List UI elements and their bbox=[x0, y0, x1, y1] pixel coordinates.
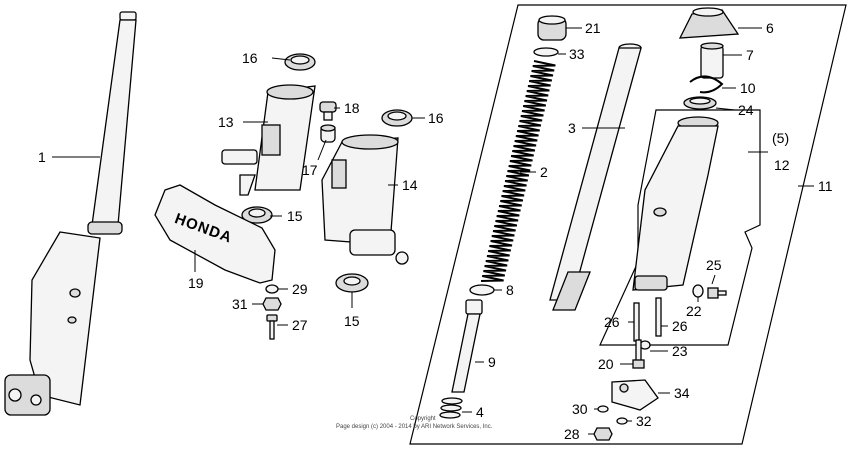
fork-bracket-upper[interactable] bbox=[221, 84, 316, 196]
cap-bolt[interactable] bbox=[319, 101, 337, 121]
callout-9: 9 bbox=[488, 354, 496, 370]
callout-3: 3 bbox=[568, 120, 576, 136]
circlip[interactable] bbox=[689, 75, 724, 94]
callout-33: 33 bbox=[569, 46, 585, 62]
callout-6: 6 bbox=[766, 20, 774, 36]
nut-lower[interactable] bbox=[335, 273, 369, 293]
callout-14: 14 bbox=[402, 177, 418, 193]
fork-bolt-cap[interactable] bbox=[537, 15, 567, 41]
callout-15: 15 bbox=[287, 208, 303, 224]
washer-29[interactable] bbox=[265, 284, 279, 294]
callout-18: 18 bbox=[344, 100, 360, 116]
leader-lines bbox=[52, 27, 814, 435]
callout-21: 21 bbox=[585, 20, 601, 36]
sealing-washer[interactable] bbox=[692, 284, 704, 298]
callout-31: 31 bbox=[232, 296, 248, 312]
callout-23: 23 bbox=[672, 343, 688, 359]
callout-4: 4 bbox=[476, 404, 484, 420]
axle-holder[interactable] bbox=[611, 379, 659, 411]
callout-34: 34 bbox=[674, 385, 690, 401]
collar[interactable] bbox=[700, 42, 724, 79]
assembly-frame bbox=[409, 4, 847, 445]
callout-20: 20 bbox=[598, 356, 614, 372]
nut-upper[interactable] bbox=[241, 206, 273, 224]
callout-labels: 1 16 13 18 17 16 14 15 15 19 29 31 27 21… bbox=[38, 20, 833, 442]
callout-1: 1 bbox=[38, 149, 46, 165]
bolt-27[interactable] bbox=[266, 314, 278, 340]
callout-5: (5) bbox=[772, 130, 789, 146]
nut-28[interactable] bbox=[593, 427, 613, 441]
nut-31[interactable] bbox=[262, 297, 282, 311]
stud-bolt-right[interactable] bbox=[655, 297, 662, 337]
emblem-cover[interactable]: HONDA bbox=[154, 184, 276, 284]
o-ring[interactable] bbox=[533, 47, 559, 57]
callout-22: 22 bbox=[686, 303, 702, 319]
callout-16: 16 bbox=[428, 110, 444, 126]
callout-16: 16 bbox=[242, 50, 258, 66]
oil-seal-ring-upper[interactable] bbox=[284, 53, 316, 71]
drain-bolt[interactable] bbox=[707, 287, 727, 299]
copyright-notice: Page design (c) 2004 - 2014 by ARI Netwo… bbox=[336, 424, 493, 430]
callout-26: 26 bbox=[672, 318, 688, 334]
rebound-spring[interactable] bbox=[439, 397, 463, 419]
callout-32: 32 bbox=[636, 413, 652, 429]
callout-17: 17 bbox=[302, 162, 318, 178]
callout-25: 25 bbox=[706, 257, 722, 273]
copyright-label: Copyright bbox=[410, 416, 436, 422]
callout-11: 11 bbox=[818, 178, 833, 194]
callout-12: 12 bbox=[774, 157, 790, 173]
callout-27: 27 bbox=[292, 317, 308, 333]
callout-10: 10 bbox=[740, 80, 756, 96]
fork-bracket-lower[interactable] bbox=[321, 134, 409, 265]
washer-30[interactable] bbox=[597, 405, 609, 413]
callout-13: 13 bbox=[218, 114, 234, 130]
inner-tube[interactable] bbox=[549, 43, 642, 311]
stud-bolt-left[interactable] bbox=[633, 302, 640, 342]
washer-32[interactable] bbox=[616, 417, 628, 425]
callout-15: 15 bbox=[344, 313, 360, 329]
fork-leg-assembly[interactable] bbox=[4, 11, 137, 416]
callout-7: 7 bbox=[746, 47, 754, 63]
oil-seal-ring-lower[interactable] bbox=[381, 109, 413, 127]
callout-8: 8 bbox=[506, 282, 514, 298]
callout-28: 28 bbox=[564, 426, 580, 442]
callout-2: 2 bbox=[540, 164, 548, 180]
oil-seal[interactable] bbox=[683, 96, 717, 110]
piston-ring[interactable] bbox=[469, 284, 495, 296]
fork-slider[interactable] bbox=[632, 116, 719, 291]
damper-rod[interactable] bbox=[451, 299, 483, 393]
callout-24: 24 bbox=[738, 102, 754, 118]
dust-cap[interactable] bbox=[678, 7, 740, 39]
sub-assembly-frame bbox=[599, 109, 761, 346]
callout-26: 26 bbox=[604, 314, 620, 330]
bush[interactable] bbox=[320, 124, 336, 143]
fork-spring[interactable] bbox=[480, 60, 556, 282]
callout-30: 30 bbox=[572, 401, 588, 417]
callout-29: 29 bbox=[292, 281, 308, 297]
callout-19: 19 bbox=[188, 275, 204, 291]
